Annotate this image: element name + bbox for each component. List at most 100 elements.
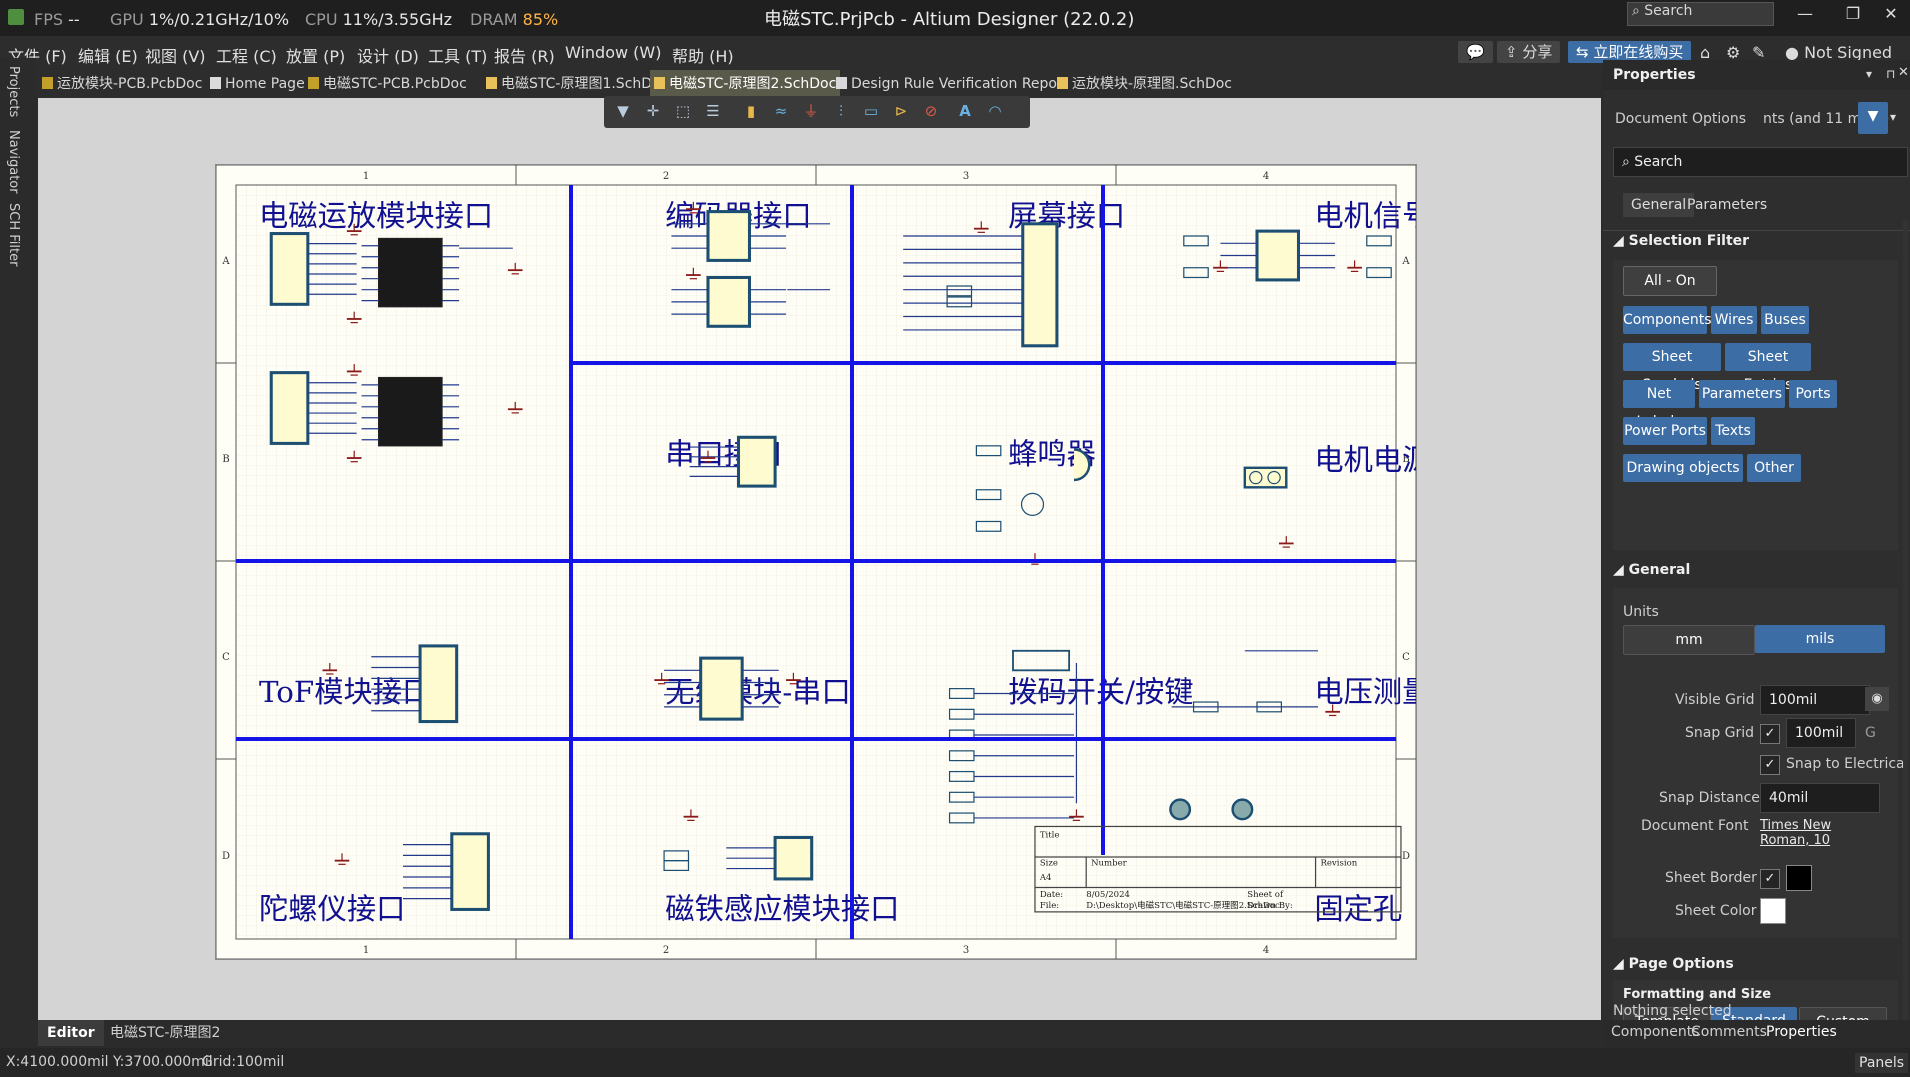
menu-item-2[interactable]: 视图 (V) xyxy=(145,47,206,66)
filter-sheet-entries[interactable]: Sheet Entries xyxy=(1725,343,1811,393)
resistor-symbol xyxy=(663,860,690,872)
filter-dropdown-icon[interactable]: ▾ xyxy=(1890,110,1897,124)
doc-tab-6[interactable]: 运放模块-原理图.SchDoc xyxy=(1053,70,1236,98)
eye-icon[interactable]: ◉ xyxy=(1865,687,1889,711)
menu-item-3[interactable]: 工程 (C) xyxy=(216,47,277,66)
doc-tab-0[interactable]: 运放模块-PCB.PcbDoc xyxy=(38,70,206,98)
filter-buses[interactable]: Buses xyxy=(1761,306,1809,334)
text-icon[interactable]: A xyxy=(959,102,971,120)
comment-button[interactable]: 💬 xyxy=(1458,41,1493,63)
wire-icon[interactable]: ≈ xyxy=(774,102,788,120)
panel-scrollbar[interactable] xyxy=(1903,220,1908,1040)
snap-grid-input[interactable]: 100mil xyxy=(1786,718,1856,748)
title-block-text: Size xyxy=(1040,859,1058,869)
search-placeholder: Search xyxy=(1644,3,1693,19)
harness-icon[interactable]: ⫶ xyxy=(839,102,843,120)
selection-filter-header[interactable]: ◢ Selection Filter xyxy=(1613,233,1749,249)
sheet-border-color-swatch[interactable] xyxy=(1786,865,1812,891)
unpin-icon[interactable]: ⊓ xyxy=(1886,67,1896,81)
pin-icon[interactable]: ▾ xyxy=(1866,67,1873,81)
doc-tab-5[interactable]: Design Rule Verification Report xyxy=(832,70,1072,98)
global-search[interactable]: ⌕ Search xyxy=(1627,2,1774,26)
filter-power-ports[interactable]: Power Ports xyxy=(1623,417,1707,445)
visible-grid-input[interactable]: 100mil xyxy=(1760,685,1870,715)
filter-components[interactable]: Components xyxy=(1623,306,1712,334)
gear-icon[interactable]: ⚙ xyxy=(1726,43,1741,62)
general-header[interactable]: ◢ General xyxy=(1613,562,1690,578)
page-options-header[interactable]: ◢ Page Options xyxy=(1613,956,1734,972)
tab-general[interactable]: General xyxy=(1623,193,1695,217)
panel-search-input[interactable]: ⌕ Search xyxy=(1613,147,1908,177)
share-button[interactable]: ⇪ 分享 xyxy=(1497,41,1561,63)
filter-sheet-symbols[interactable]: Sheet Symbols xyxy=(1623,343,1721,393)
filter-button[interactable]: ▼ xyxy=(1858,102,1888,134)
connector-body xyxy=(699,656,744,721)
connector-body xyxy=(1021,222,1059,348)
align-icon[interactable]: ☰ xyxy=(706,102,720,120)
menu-item-5[interactable]: 设计 (D) xyxy=(357,47,419,66)
panels-button[interactable]: Panels xyxy=(1855,1053,1909,1073)
document-font-value[interactable]: Times New Roman, 10 xyxy=(1760,818,1832,848)
units-label: Units xyxy=(1623,604,1659,620)
filter-net-labels[interactable]: Net Labels xyxy=(1623,380,1695,430)
menu-item-4[interactable]: 放置 (P) xyxy=(286,47,346,66)
units-mils-button[interactable]: mils xyxy=(1755,625,1885,653)
sheet-symbol-icon[interactable]: ▭ xyxy=(863,102,879,120)
title-bar: FPS -- GPU 1%/0.21GHz/10% CPU 11%/3.55GH… xyxy=(0,0,1910,36)
menu-item-8[interactable]: Window (W) xyxy=(565,43,662,62)
sch-doc-icon xyxy=(654,77,665,89)
filter-parameters[interactable]: Parameters xyxy=(1699,380,1785,408)
panel-tab-comments[interactable]: Comments xyxy=(1691,1024,1767,1040)
arc-icon[interactable]: ◠ xyxy=(988,102,1002,120)
section-title: 电压测量 xyxy=(1314,675,1416,709)
select-icon[interactable]: ⬚ xyxy=(675,102,691,120)
sch-doc-icon xyxy=(486,77,497,89)
snap-distance-input[interactable]: 40mil xyxy=(1760,783,1880,813)
sheet-color-swatch[interactable] xyxy=(1760,898,1786,924)
all-on-button[interactable]: All - On xyxy=(1623,266,1717,296)
tab-parameters[interactable]: Parameters xyxy=(1687,197,1768,213)
power-port-icon[interactable]: ⏚ xyxy=(803,102,819,120)
dock-tab-navigator[interactable]: Navigator xyxy=(6,130,21,194)
filter-icon[interactable]: ▼ xyxy=(617,102,629,120)
port-icon[interactable]: ⊳ xyxy=(894,102,908,120)
menu-item-6[interactable]: 工具 (T) xyxy=(428,47,488,66)
doc-tab-3[interactable]: 电磁STC-原理图1.SchDoc xyxy=(482,70,672,98)
doc-tab-1[interactable]: Home Page xyxy=(206,70,309,98)
snap-grid-checkbox[interactable]: ✓ xyxy=(1760,724,1780,744)
status-bar: X:4100.000mil Y:3700.000mil Grid:100mil … xyxy=(0,1048,1910,1077)
panel-close-icon[interactable]: ✕ xyxy=(1898,65,1909,80)
dock-tab-projects[interactable]: Projects xyxy=(6,66,21,118)
title-block-text: Title xyxy=(1040,830,1060,840)
title-block-text: File: xyxy=(1040,901,1059,911)
filter-drawing-objects[interactable]: Drawing objects xyxy=(1623,454,1743,482)
move-icon[interactable]: ✛ xyxy=(646,102,660,120)
menu-item-7[interactable]: 报告 (R) xyxy=(494,47,555,66)
dock-tab-sch-filter[interactable]: SCH Filter xyxy=(6,203,21,267)
menu-item-1[interactable]: 编辑 (E) xyxy=(78,47,138,66)
filter-ports[interactable]: Ports xyxy=(1789,380,1837,408)
doc-tab-2[interactable]: 电磁STC-PCB.PcbDoc xyxy=(304,70,471,98)
menu-item-9[interactable]: 帮助 (H) xyxy=(672,47,734,66)
units-mm-button[interactable]: mm xyxy=(1623,625,1755,655)
sheet-border-checkbox[interactable]: ✓ xyxy=(1760,869,1780,889)
directive-icon[interactable]: ⊘ xyxy=(924,102,938,120)
editor-tab[interactable]: Editor xyxy=(38,1020,104,1046)
minimize-button[interactable]: — xyxy=(1797,4,1813,23)
panel-tab-components[interactable]: Components xyxy=(1611,1024,1700,1040)
document-tab[interactable]: 电磁STC-原理图2 xyxy=(110,1025,221,1041)
home-icon[interactable]: ⌂ xyxy=(1700,43,1711,62)
filter-wires[interactable]: Wires xyxy=(1711,306,1757,334)
filter-other[interactable]: Other xyxy=(1747,454,1801,482)
panel-tab-properties[interactable]: Properties xyxy=(1766,1024,1837,1040)
snap-electrical-checkbox[interactable]: ✓ xyxy=(1760,755,1780,775)
doc-tab-4[interactable]: 电磁STC-原理图2.SchDoc xyxy=(650,70,841,98)
doc-options-more[interactable]: nts (and 11 more) xyxy=(1763,111,1890,127)
place-part-icon[interactable]: ▮ xyxy=(746,102,756,120)
filter-texts[interactable]: Texts xyxy=(1711,417,1755,445)
maximize-button[interactable]: ❐ xyxy=(1845,4,1861,23)
close-button[interactable]: ✕ xyxy=(1884,4,1898,23)
buy-online-button[interactable]: ⇆ 立即在线购买 xyxy=(1568,41,1692,63)
wrench-icon[interactable]: ✎ xyxy=(1752,43,1766,62)
